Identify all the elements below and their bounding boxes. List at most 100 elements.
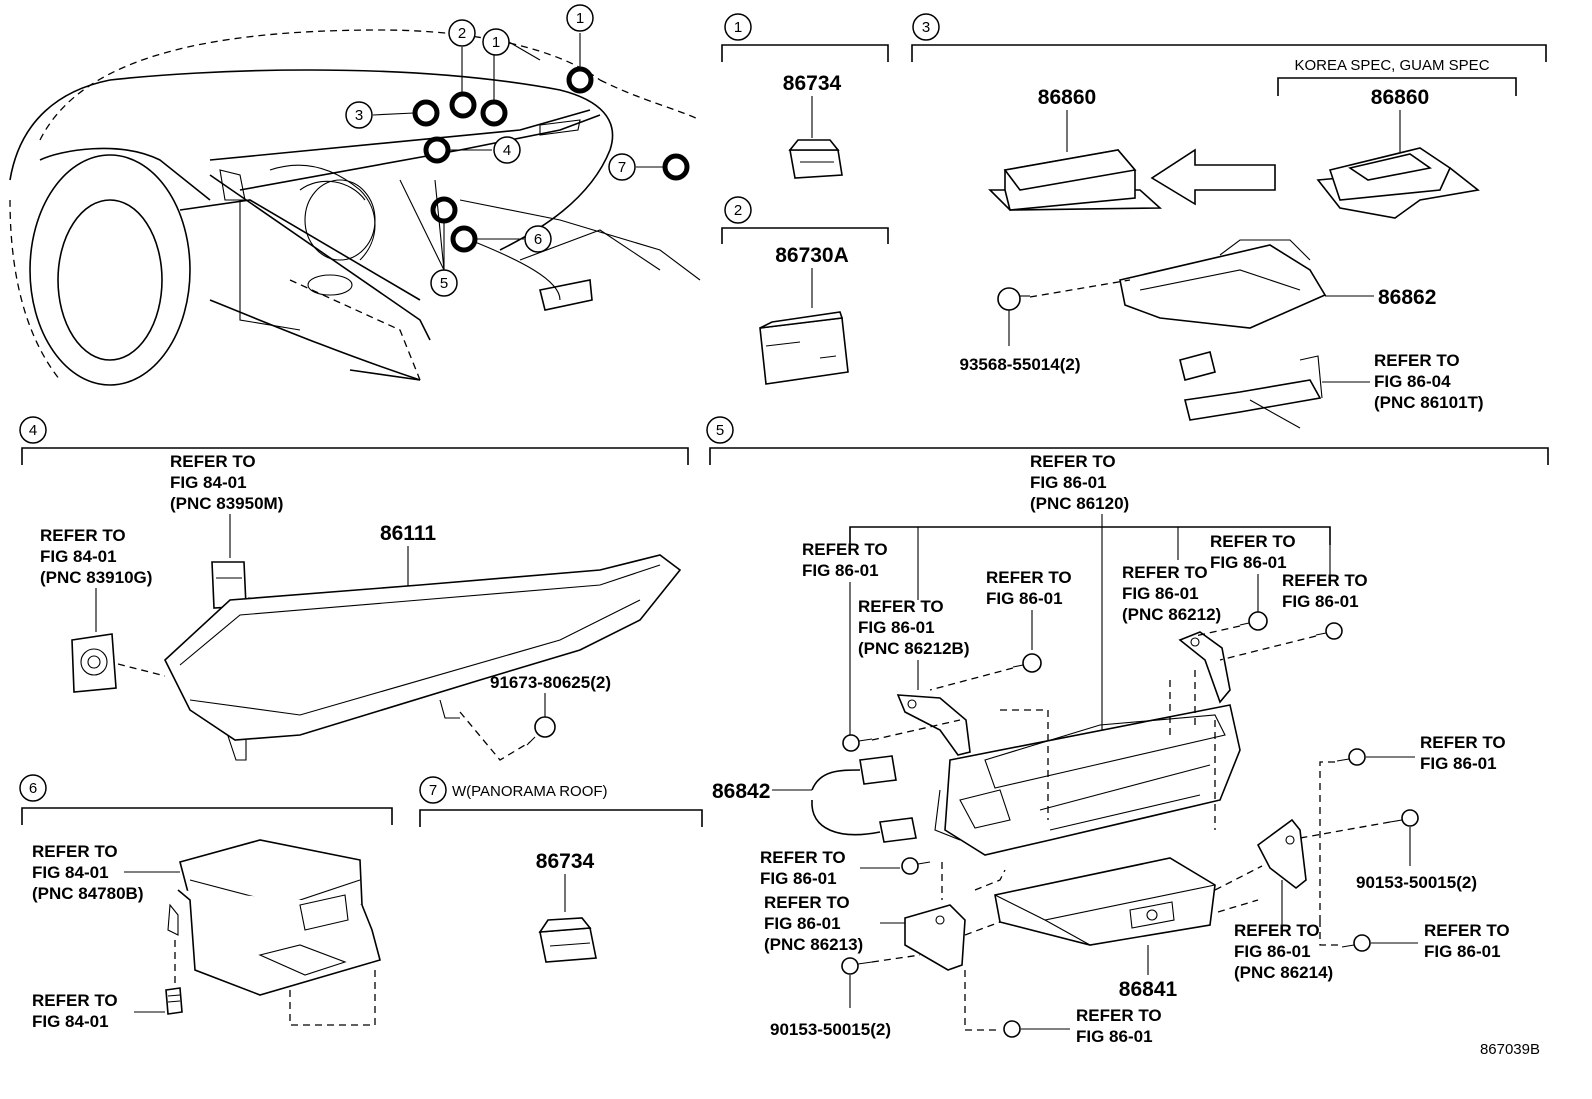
ref-83950m-line1: REFER TO [170,452,256,471]
ref-83950m-line3: (PNC 83950M) [170,494,283,513]
screw-93568-55014: 93568-55014(2) [960,355,1081,374]
ref-l-line1: REFER TO [1076,1006,1162,1025]
screw-a-icon [842,734,873,752]
ref-84780b-line3: (PNC 84780B) [32,884,144,903]
airbag-sensor-icon [988,149,1163,211]
callout-1-top: 1 [566,4,594,32]
svg-text:1: 1 [492,34,500,51]
ref-83910g-line3: (PNC 83910G) [40,568,152,587]
part-86862: 86862 [1378,286,1436,309]
screw-h-icon [841,957,873,975]
arrow-left-icon [1150,148,1276,206]
switch-83910g-icon [71,633,117,693]
section-3: 3 KOREA SPEC, GUAM SPEC 86860 86860 8686… [911,13,1547,429]
ref-g-line1: REFER TO [1420,733,1506,752]
ref-86120-line3: (PNC 86120) [1030,494,1129,513]
part-86730A: 86730A [775,244,849,267]
ref-86120-line1: REFER TO [1030,452,1116,471]
screw-90153-left: 90153-50015(2) [770,1020,891,1039]
control-module-icon [167,839,381,996]
screw-i-icon [1003,1020,1021,1038]
ref-83910g-line2: FIG 84-01 [40,547,117,566]
screw-j-icon [1341,934,1371,952]
section-6: 6 REFER TO FIG 84-01 (PNC 84780B) REFER … [19,774,393,1031]
ref-fig-86-04-line1: REFER TO [1374,351,1460,370]
part-86734: 86734 [783,72,842,95]
cluster-panel-icon [164,554,682,761]
svg-text:2: 2 [734,202,742,219]
harness-connector-icon [1179,351,1323,429]
figure-id: 867039B [1480,1041,1540,1058]
svg-text:6: 6 [29,780,37,797]
svg-text:3: 3 [922,19,930,36]
callout-5: 5 [430,269,458,297]
section-5: 5 REFER TO FIG 86-01 (PNC 86120) REFER T… [706,416,1549,1046]
ref-fig-86-04-line2: FIG 86-04 [1374,372,1451,391]
sensor-box-icon [759,311,849,385]
ref-h-line2: FIG 86-01 [760,869,837,888]
connector-part-icon [788,139,843,179]
ref-d-line2: FIG 86-01 [1122,584,1199,603]
svg-text:4: 4 [29,422,37,439]
svg-text:5: 5 [440,275,448,292]
callout-2: 2 [448,19,476,47]
wire-harness-icon [811,755,917,843]
ref-a-line2: FIG 86-01 [802,561,879,580]
ref-i-line2: FIG 86-01 [764,914,841,933]
svg-text:7: 7 [618,159,626,176]
bracket-right-icon [1178,631,1231,704]
bracket-86213-icon [904,904,966,971]
ref-j-line2: FIG 86-01 [1234,942,1311,961]
ref-84780b-line1: REFER TO [32,842,118,861]
part-86841: 86841 [1119,978,1178,1001]
ref-j-line3: (PNC 86214) [1234,963,1333,982]
callout-7: 7 [608,153,636,181]
svg-text:4: 4 [503,142,511,159]
svg-text:1: 1 [734,19,742,36]
screw-91673-80625: 91673-80625(2) [490,673,611,692]
panorama-roof-label: W(PANORAMA ROOF) [452,783,608,800]
section-7: 7 W(PANORAMA ROOF) 86734 [419,776,703,963]
ref-d-line1: REFER TO [1122,563,1208,582]
ref-84780b-line2: FIG 84-01 [32,863,109,882]
bolt-icon [165,987,183,1015]
screw-d-icon [1315,622,1343,640]
vehicle-overview: 1 2 1 3 4 7 6 5 [9,4,701,386]
ref-f-line1: REFER TO [1282,571,1368,590]
screw-c-icon [1239,611,1268,631]
section-1: 1 86734 [721,13,889,179]
part-86842: 86842 [712,780,770,803]
part-86111: 86111 [380,522,436,545]
svg-text:2: 2 [458,25,466,42]
section-4: 4 REFER TO FIG 84-01 (PNC 83950M) REFER … [19,416,689,761]
section-2: 2 86730A [721,196,889,385]
airbag-sensor-spec-icon [1316,147,1480,219]
ref-l-line2: FIG 86-01 [1076,1027,1153,1046]
ref-e-line2: FIG 86-01 [1210,553,1287,572]
screw-g-icon [901,857,931,875]
svg-text:6: 6 [534,231,542,248]
screw-b-icon [1012,653,1042,673]
ref-fig-86-04-line3: (PNC 86101T) [1374,393,1484,412]
svg-text:5: 5 [716,422,724,439]
ref-d-line3: (PNC 86212) [1122,605,1221,624]
ref-b-line2: FIG 86-01 [858,618,935,637]
callout-1: 1 [482,28,510,56]
ref-k-line2: FIG 86-01 [1424,942,1501,961]
screw-90153-right: 90153-50015(2) [1356,873,1477,892]
ref-g-line2: FIG 86-01 [1420,754,1497,773]
ref-c-line1: REFER TO [986,568,1072,587]
ref-b-line1: REFER TO [858,597,944,616]
ref-c-line2: FIG 86-01 [986,589,1063,608]
ref-83910g-line1: REFER TO [40,526,126,545]
screw-91673-icon [526,716,556,746]
connector-panorama-icon [538,917,597,963]
ref-j-line1: REFER TO [1234,921,1320,940]
screw-93568-icon [997,287,1030,311]
callout-6: 6 [524,225,552,253]
callout-4: 4 [493,136,521,164]
svg-text:3: 3 [355,107,363,124]
ref-f-line2: FIG 86-01 [1282,592,1359,611]
display-housing-icon [934,704,1241,856]
